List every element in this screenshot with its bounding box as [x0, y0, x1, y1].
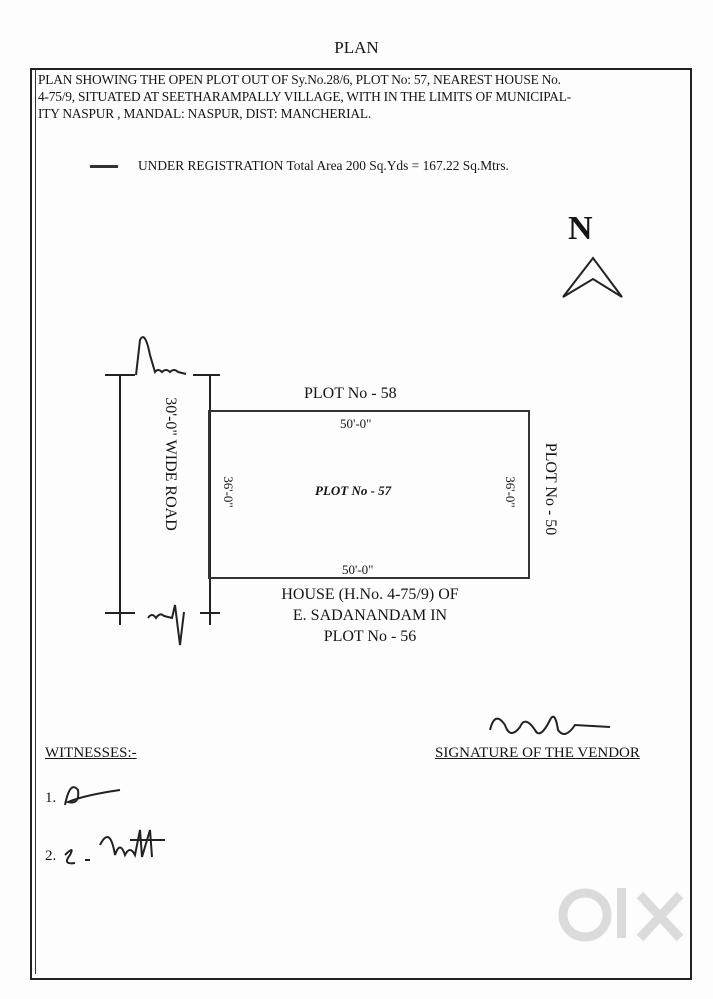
- north-arrow-icon: [562, 256, 623, 298]
- north-label: N: [568, 210, 593, 247]
- right-dimension: 36'-0": [503, 476, 518, 508]
- description-line: ITY NASPUR , MANDAL: NASPUR, DIST: MANCH…: [38, 106, 371, 121]
- north-boundary-label: PLOT No - 58: [304, 385, 397, 402]
- plot-label: PLOT No - 57: [315, 483, 392, 498]
- witness-2-number: 2.: [45, 848, 57, 864]
- page-title: PLAN: [334, 38, 379, 57]
- witnesses-label: WITNESSES:-: [45, 745, 137, 761]
- vendor-signature-label: SIGNATURE OF THE VENDOR: [435, 745, 640, 761]
- plot-boundary: [208, 410, 530, 579]
- description-line: PLAN SHOWING THE OPEN PLOT OUT OF Sy.No.…: [38, 72, 561, 87]
- south-line: PLOT No - 56: [323, 628, 417, 645]
- east-boundary-label: PLOT No - 50: [542, 442, 559, 536]
- south-line: HOUSE (H.No. 4-75/9) OF: [281, 586, 459, 603]
- olx-watermark: [555, 880, 695, 955]
- plan-description: PLAN SHOWING THE OPEN PLOT OUT OF Sy.No.…: [38, 71, 686, 122]
- bottom-dimension: 50'-0": [342, 562, 374, 577]
- witness-2-signature: [64, 829, 165, 865]
- description-line: 4-75/9, SITUATED AT SEETHARAMPALLY VILLA…: [38, 89, 571, 104]
- outer-frame: [30, 68, 692, 980]
- left-dimension: 36'-0": [221, 476, 236, 508]
- legend-text: UNDER REGISTRATION Total Area 200 Sq.Yds…: [138, 158, 509, 173]
- south-line: E. SADANANDAM IN: [292, 607, 448, 624]
- vendor-signature: [489, 715, 611, 735]
- olx-logo: [558, 888, 684, 942]
- road-label: 30'-0" WIDE ROAD: [162, 397, 179, 531]
- frame-inner-line: [35, 70, 36, 974]
- road-lines: [105, 336, 220, 646]
- legend-line-icon: [90, 165, 118, 169]
- top-dimension: 50'-0": [340, 416, 372, 431]
- south-boundary-label: HOUSE (H.No. 4-75/9) OF E. SADANANDAM IN…: [250, 584, 490, 647]
- witness-1-signature: [64, 786, 121, 806]
- witness-1-number: 1.: [45, 790, 57, 806]
- legend: UNDER REGISTRATION Total Area 200 Sq.Yds…: [90, 158, 509, 174]
